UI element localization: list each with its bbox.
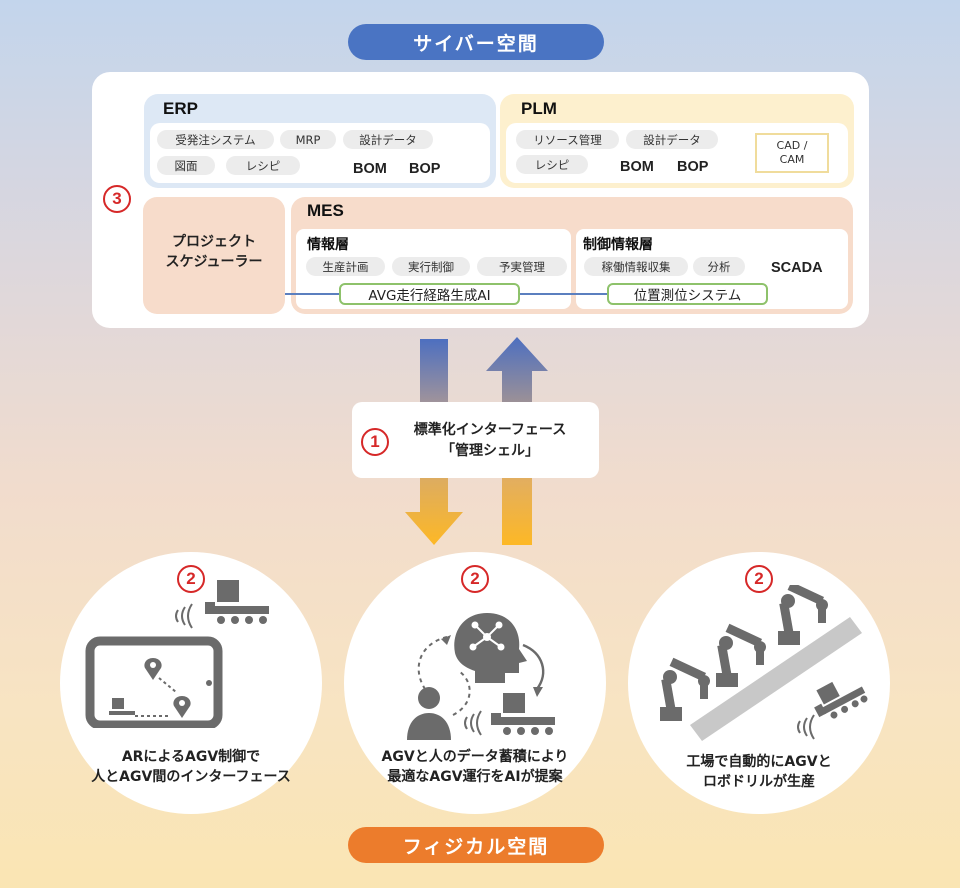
mes-title: MES xyxy=(307,201,344,220)
plm-bom: BOM xyxy=(620,159,654,175)
info-layer-title: 情報層 xyxy=(307,237,349,253)
caption-ar-agv: ARによるAGV制御で 人とAGV間のインターフェース xyxy=(60,747,322,788)
erp-chip-mrp: MRP xyxy=(280,130,336,149)
agv-cart-icon xyxy=(491,693,555,735)
avg-route-ai: AVG走行経路生成AI xyxy=(339,283,520,305)
caption-ai-agv-line-2: 最適なAGV運行をAIが提案 xyxy=(387,769,563,786)
agv-cart-icon xyxy=(205,580,269,624)
chip-plan-actual-mgmt: 予実管理 xyxy=(477,257,567,276)
plm-chip-recipe: レシピ xyxy=(516,155,588,174)
erp-title: ERP xyxy=(163,99,198,118)
caption-factory-line-1: 工場で自動的にAGVと xyxy=(686,754,832,770)
standard-interface-box xyxy=(352,402,599,478)
robot-arm-icon xyxy=(660,657,710,721)
erp-chip-drawing: 図面 xyxy=(157,156,215,175)
wireless-signal-icon xyxy=(175,603,193,629)
cad-label: CAD / xyxy=(776,138,808,152)
marker-2-center: 2 xyxy=(461,565,489,593)
marker-1: 1 xyxy=(361,428,389,456)
ai-brain-icon xyxy=(454,613,527,683)
caption-ai-agv: AGVと人のデータ蓄積により 最適なAGV運行をAIが提案 xyxy=(344,747,606,788)
plm-chip-resource-mgmt: リソース管理 xyxy=(516,130,619,149)
erp-bom: BOM xyxy=(353,161,387,177)
wireless-signal-icon xyxy=(464,710,482,736)
standard-interface-label: 標準化インターフェース 「管理シェル」 xyxy=(390,420,590,462)
wireless-signal-icon xyxy=(797,714,815,740)
cad-cam-box: CAD / CAM xyxy=(755,133,829,173)
caption-factory-line-2: ロボドリルが生産 xyxy=(703,774,815,791)
caption-ar-agv-line-1: ARによるAGV制御で xyxy=(121,749,261,765)
scheduler-line-2: スケジューラー xyxy=(165,254,263,271)
circle-ar-agv xyxy=(60,552,322,814)
control-layer-title: 制御情報層 xyxy=(583,237,653,253)
caption-ar-agv-line-2: 人とAGV間のインターフェース xyxy=(91,769,291,786)
marker-2-right: 2 xyxy=(745,565,773,593)
chip-execution-control: 実行制御 xyxy=(392,257,470,276)
plm-bop: BOP xyxy=(677,159,709,175)
erp-chip-order-system: 受発注システム xyxy=(157,130,274,149)
robot-arm-icon xyxy=(778,585,828,645)
chip-operation-data-collection: 稼働情報収集 xyxy=(584,257,688,276)
agv-cart-icon xyxy=(814,681,868,719)
physical-space-header: フィジカル空間 xyxy=(348,827,604,863)
robot-arm-icon xyxy=(716,623,766,687)
interface-line-2: 「管理シェル」 xyxy=(441,443,539,459)
ai-agv-illustration xyxy=(407,613,555,740)
plm-chip-design-data: 設計データ xyxy=(626,130,718,149)
tablet-map-icon xyxy=(85,636,223,728)
caption-factory-robots: 工場で自動的にAGVと ロボドリルが生産 xyxy=(628,752,890,793)
scheduler-line-1: プロジェクト xyxy=(172,234,256,250)
chip-analysis: 分析 xyxy=(693,257,745,276)
caption-ai-agv-line-1: AGVと人のデータ蓄積により xyxy=(381,749,569,765)
chip-production-plan: 生産計画 xyxy=(306,257,385,276)
ar-agv-illustration xyxy=(85,580,269,728)
scada-label: SCADA xyxy=(771,260,823,276)
marker-2-left: 2 xyxy=(177,565,205,593)
erp-chip-recipe: レシピ xyxy=(226,156,300,175)
interface-line-1: 標準化インターフェース xyxy=(413,422,567,438)
person-icon xyxy=(407,687,451,740)
positioning-system: 位置測位システム xyxy=(607,283,768,305)
project-scheduler-label: プロジェクト スケジューラー xyxy=(143,232,285,273)
plm-title: PLM xyxy=(521,99,557,118)
erp-chip-design-data: 設計データ xyxy=(343,130,433,149)
project-scheduler-box xyxy=(143,197,285,314)
cam-label: CAM xyxy=(779,153,805,166)
marker-3: 3 xyxy=(103,185,131,213)
factory-robots-illustration xyxy=(660,585,868,741)
cyber-space-header: サイバー空間 xyxy=(348,24,604,60)
erp-bop: BOP xyxy=(409,161,441,177)
